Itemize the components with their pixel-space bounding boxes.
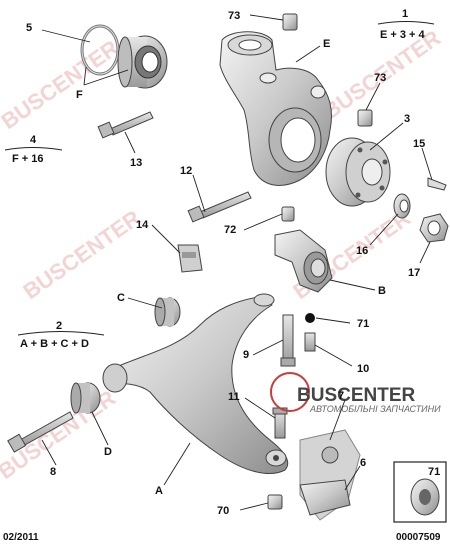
bolt-part-10 xyxy=(304,332,316,352)
callout-e: E xyxy=(323,38,330,50)
inset-detail-box xyxy=(393,461,447,523)
bolt-part-11 xyxy=(272,407,288,439)
callout-71: 71 xyxy=(357,318,369,330)
callout-f: F xyxy=(76,89,83,101)
callout-71-inset: 71 xyxy=(428,466,440,478)
group-4-formula: F + 16 xyxy=(12,153,44,165)
bolt-part-8 xyxy=(7,411,74,453)
callout-15: 15 xyxy=(413,138,425,150)
hub-nut-part-17 xyxy=(419,213,449,243)
group-2-formula: A + B + C + D xyxy=(20,338,89,350)
nut-part-73-top xyxy=(282,13,298,31)
callout-13: 13 xyxy=(130,157,142,169)
nut-part-72 xyxy=(281,206,295,222)
group-1-formula: E + 3 + 4 xyxy=(380,29,426,41)
bracket-part-14 xyxy=(177,244,203,273)
steering-knuckle-part-e xyxy=(219,31,332,186)
callout-72: 72 xyxy=(224,224,236,236)
ball-joint-part-6 xyxy=(299,429,361,521)
buscenter-logo: BUSCENTER АВТОМОБІЛЬНІ ЗАПЧАСТИНИ xyxy=(270,372,441,414)
svg-text:BUSCENTER: BUSCENTER xyxy=(19,205,146,304)
bolt-part-13 xyxy=(97,111,154,139)
svg-text:BUSCENTER: BUSCENTER xyxy=(0,35,123,134)
callout-16: 16 xyxy=(356,245,368,257)
callout-17: 17 xyxy=(408,267,420,279)
circlip-part-5 xyxy=(80,24,120,76)
svg-text:BUSCENTER: BUSCENTER xyxy=(297,385,416,406)
callout-a: A xyxy=(155,485,163,497)
callout-labels: 73 5 E F 73 3 13 15 12 14 72 16 17 C B 7… xyxy=(26,10,440,517)
callout-73-top: 73 xyxy=(228,10,240,22)
footer-date: 02/2011 xyxy=(3,532,39,543)
callout-12: 12 xyxy=(180,165,192,177)
callout-6: 6 xyxy=(360,457,366,469)
stud-part-9 xyxy=(280,314,296,367)
bushing-part-d xyxy=(70,382,101,414)
group-4-number: 4 xyxy=(30,134,37,146)
callout-11: 11 xyxy=(228,391,240,403)
callout-14: 14 xyxy=(136,219,149,231)
nut-part-70 xyxy=(267,494,283,510)
callout-5: 5 xyxy=(26,22,32,34)
nut-part-71 xyxy=(305,313,315,323)
callout-10: 10 xyxy=(357,363,369,375)
callout-70: 70 xyxy=(217,505,229,517)
wheel-hub-part-3 xyxy=(325,137,391,207)
leader-lines xyxy=(41,14,433,511)
group-2-number: 2 xyxy=(56,320,62,332)
callout-9: 9 xyxy=(243,349,249,361)
washer-part-16 xyxy=(393,193,411,219)
footer-code: 00007509 xyxy=(396,532,441,543)
footer: 02/2011 00007509 xyxy=(3,532,441,543)
cotter-pin-part-15 xyxy=(427,177,447,191)
bolt-part-12 xyxy=(187,191,252,223)
bearing-part-f xyxy=(117,35,168,89)
svg-text:АВТОМОБІЛЬНІ ЗАПЧАСТИНИ: АВТОМОБІЛЬНІ ЗАПЧАСТИНИ xyxy=(309,404,441,414)
callout-73-right: 73 xyxy=(374,72,386,84)
control-arm-part-a xyxy=(102,293,289,474)
bushing-part-b xyxy=(274,229,333,293)
nut-part-73-right xyxy=(357,109,373,127)
bushing-part-c xyxy=(154,297,181,327)
callout-c: C xyxy=(117,292,125,304)
group-labels: 1 E + 3 + 4 4 F + 16 2 A + B + C + D xyxy=(12,8,426,350)
callout-b: B xyxy=(378,285,386,297)
callout-d: D xyxy=(104,446,112,458)
callout-7: 7 xyxy=(338,390,344,402)
group-braces xyxy=(4,21,435,336)
callout-8: 8 xyxy=(50,466,56,478)
callout-3: 3 xyxy=(404,113,410,125)
group-1-number: 1 xyxy=(402,8,408,20)
